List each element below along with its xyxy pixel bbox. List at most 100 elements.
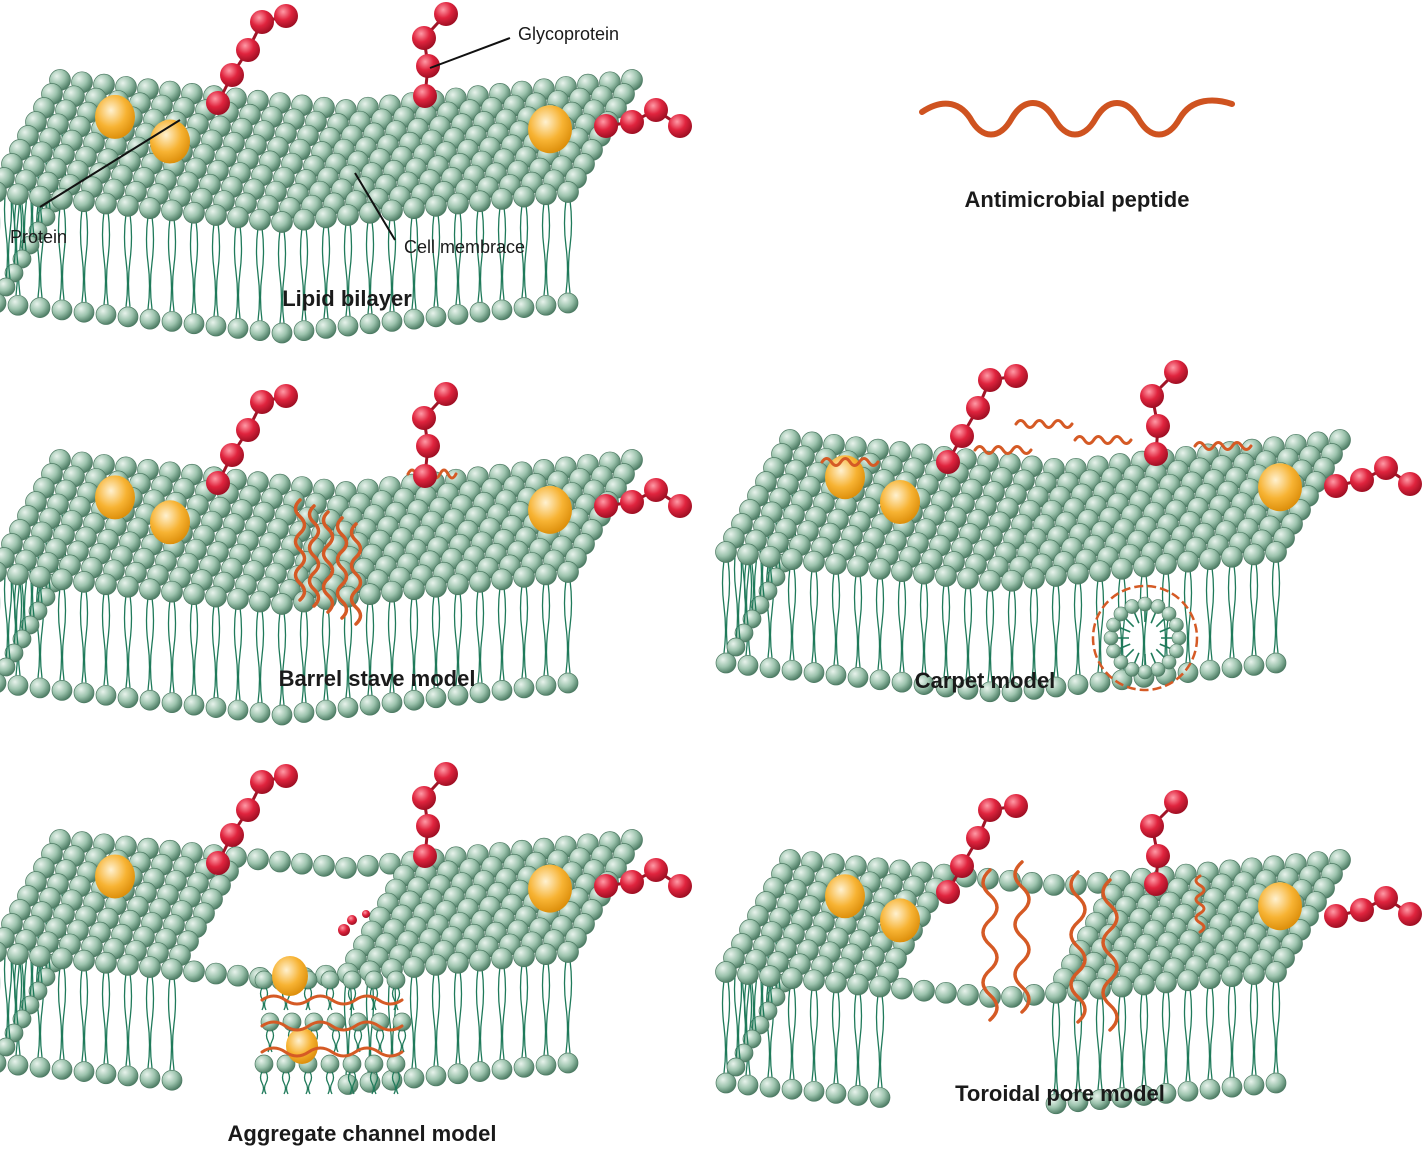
- lipid-head: [469, 570, 491, 593]
- aggregate-channel-caption: Aggregate channel model: [228, 1121, 497, 1146]
- lipid-head: [161, 958, 183, 981]
- glycoprotein-chain: [206, 384, 298, 495]
- glycan-bead: [594, 874, 618, 898]
- lipid-tail: [375, 1029, 385, 1053]
- lipid-head: [73, 301, 95, 323]
- lipid-head: [425, 575, 447, 598]
- lipid-head: [535, 563, 557, 586]
- lipid-tail: [347, 1071, 357, 1095]
- glycan-bead: [412, 26, 436, 50]
- lipid-tail: [787, 986, 797, 1080]
- aggregate-channel-vesicle: [254, 910, 412, 1095]
- glycoprotein-chain: [206, 4, 298, 115]
- lipid-head: [95, 192, 117, 215]
- lipid-tail: [1227, 564, 1237, 658]
- lipid-head: [1243, 963, 1265, 985]
- lipid-head: [1089, 1089, 1111, 1110]
- lipid-head: [337, 204, 359, 226]
- lipid-head: [825, 971, 847, 994]
- lipid-head: [139, 578, 161, 601]
- lipid-head: [381, 199, 403, 222]
- lipid-tail: [431, 594, 441, 688]
- glycoprotein-chain: [594, 98, 692, 138]
- lipid-tail: [167, 977, 177, 1071]
- lipid-head: [425, 1065, 447, 1087]
- lipid-head: [935, 676, 957, 698]
- aggregate-peptide: [260, 1046, 404, 1058]
- carpet-peptide: [1073, 435, 1133, 445]
- lipid-head: [913, 562, 935, 585]
- membrane-protein: [528, 864, 572, 913]
- lipid-head: [935, 981, 957, 1004]
- lipid-head: [425, 194, 447, 217]
- lipid-tail: [1183, 988, 1193, 1082]
- lipid-head: [315, 699, 337, 721]
- lipid-head: [891, 671, 913, 693]
- lipid-head: [447, 573, 469, 596]
- lipid-head: [73, 1061, 95, 1082]
- glycan-bead: [274, 384, 298, 408]
- lipid-tail: [497, 587, 507, 681]
- lipid-tail: [1073, 998, 1083, 1092]
- micelle-lipid-head: [1124, 662, 1140, 677]
- membrane-protein: [880, 480, 920, 524]
- protein-label: Protein: [10, 227, 67, 247]
- glycan-bead: [434, 762, 458, 786]
- glycan-bead: [620, 490, 644, 514]
- micelle-lipid-head: [1106, 643, 1121, 659]
- lipid-head: [73, 949, 95, 972]
- glycan-bead: [668, 874, 692, 898]
- lipid-head: [293, 702, 315, 723]
- lipid-head: [313, 854, 335, 877]
- lipid-tail: [853, 992, 863, 1086]
- carpet-peptide: [820, 457, 880, 467]
- lipid-head: [1067, 1091, 1089, 1113]
- lipid-head: [271, 211, 293, 233]
- lipid-tail: [431, 213, 441, 307]
- glycoprotein-chain: [594, 858, 692, 898]
- toroidal-pore-membrane: [715, 849, 1351, 1115]
- glycan-bead: [1164, 360, 1188, 384]
- lipid-head: [469, 682, 491, 704]
- lipid-head: [249, 590, 271, 613]
- lipid-tail: [233, 606, 243, 701]
- glycoprotein-chain: [1140, 790, 1188, 896]
- lipid-head: [29, 1056, 51, 1078]
- barrel-stave-caption: Barrel stave model: [279, 666, 476, 691]
- lipid-head: [1023, 567, 1045, 590]
- lipid-head: [1221, 545, 1243, 568]
- lipid-head: [29, 566, 51, 588]
- lipid-tail: [123, 972, 133, 1067]
- lipid-head: [254, 970, 274, 990]
- lipid-head: [117, 954, 139, 976]
- lipid-head: [73, 570, 95, 593]
- lipid-head: [1243, 655, 1265, 676]
- lipid-head: [7, 1054, 29, 1076]
- carpet-micelle: [1091, 584, 1199, 692]
- membrane-protein: [528, 485, 572, 534]
- lipid-head: [535, 943, 557, 966]
- lipid-head: [335, 857, 357, 879]
- lipid-head: [1111, 1087, 1133, 1108]
- lipid-head: [759, 545, 781, 568]
- lipid-head: [737, 543, 759, 566]
- glycan-bead: [1146, 844, 1170, 868]
- lipid-head: [359, 201, 381, 224]
- lipid-head: [1265, 961, 1287, 983]
- lipid-head: [869, 1087, 891, 1108]
- lipid-head: [205, 315, 227, 337]
- lipid-head: [403, 689, 425, 711]
- lipid-tail: [347, 987, 357, 1011]
- lipid-head: [51, 299, 73, 321]
- lipid-tail: [365, 220, 375, 314]
- lipid-tail: [453, 970, 463, 1064]
- lipid-tail: [963, 586, 973, 680]
- lipid-head: [161, 199, 183, 222]
- lipid-bilayer-membrane: [0, 69, 643, 344]
- lipid-tail: [497, 966, 507, 1060]
- lipid-head: [847, 555, 869, 578]
- glycan-bead: [236, 38, 260, 62]
- lipid-head: [825, 664, 847, 686]
- lipid-head: [1133, 973, 1155, 996]
- lipid-head: [342, 970, 362, 990]
